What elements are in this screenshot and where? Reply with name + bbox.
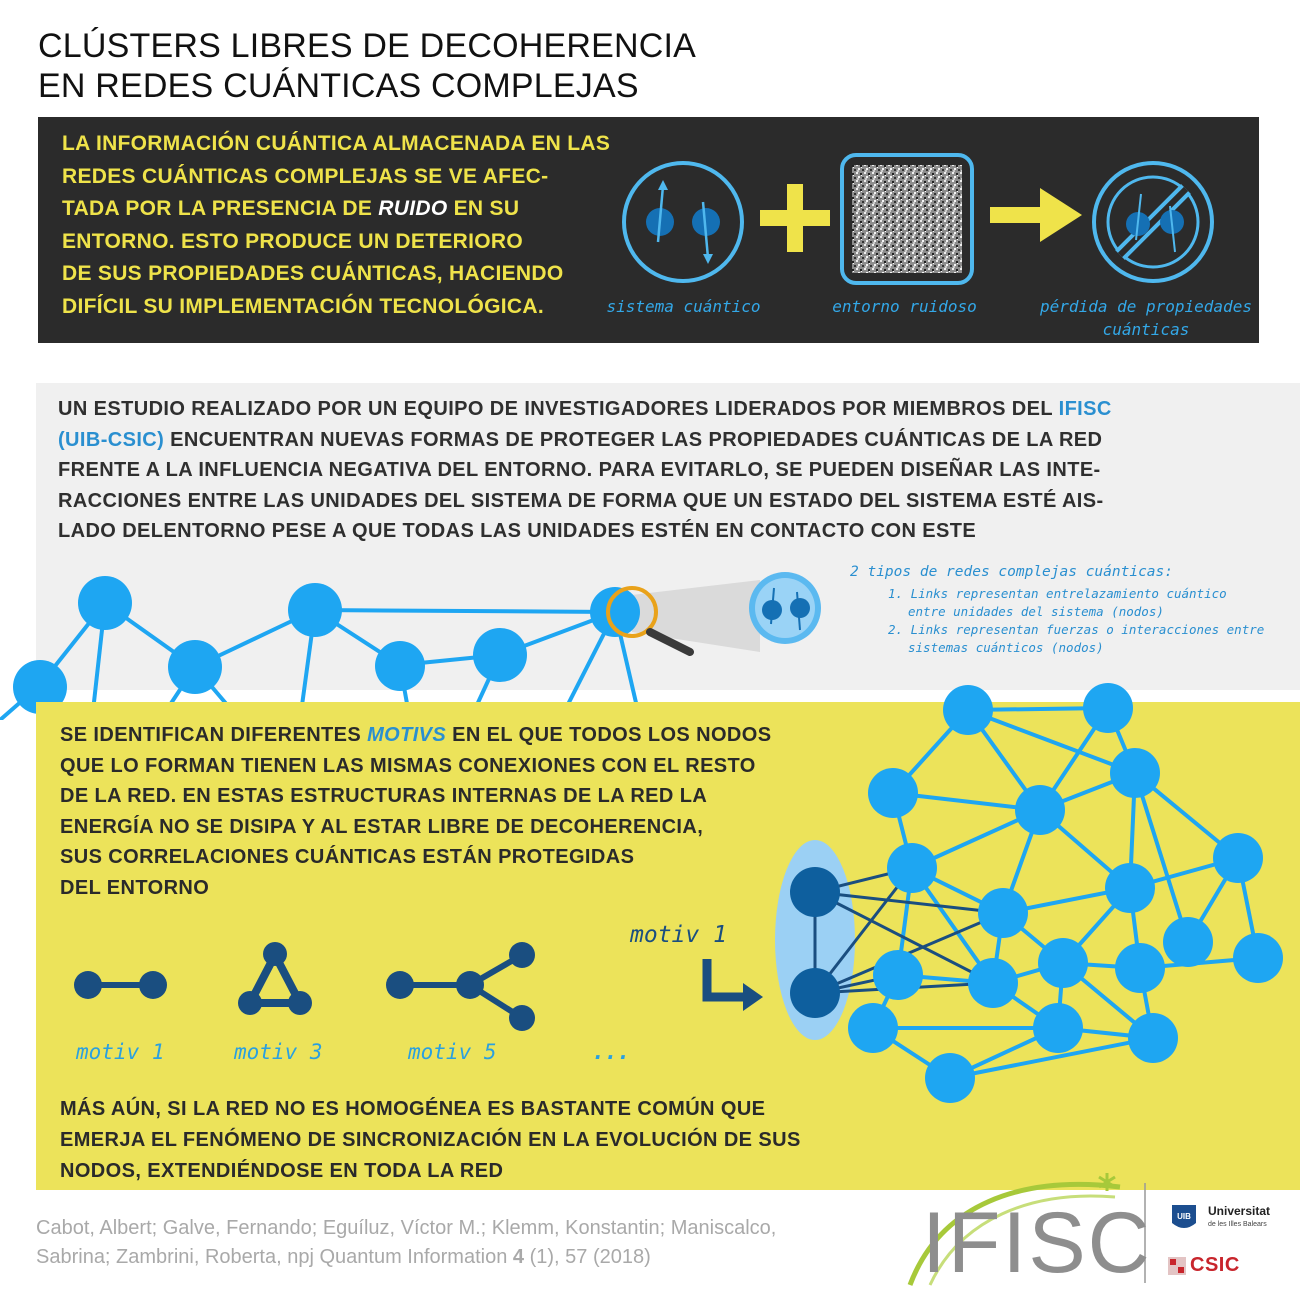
- study-line: FRENTE A LA INFLUENCIA NEGATIVA DEL ENTO…: [58, 459, 1101, 481]
- motif-network-graphic: [775, 683, 1283, 1103]
- study-line: RACCIONES ENTRE LAS UNIDADES DEL SISTEMA…: [58, 489, 1104, 512]
- motif-glyphs: [74, 942, 535, 1031]
- noise-line: DE SUS PROPIEDADES CUÁNTICAS, HACIENDO: [62, 262, 564, 285]
- sync-line: NODOS, EXTENDIÉNDOSE EN TODA LA RED: [60, 1160, 504, 1182]
- uib-shield-icon: UIB: [1172, 1205, 1196, 1228]
- page-title: CLÚSTERS LIBRES DE DECOHERENCIA EN REDES…: [38, 26, 696, 106]
- network-type-1-cont: entre unidades del sistema (nodos): [908, 604, 1164, 619]
- study-line-part: ENCUENTRAN NUEVAS FORMAS DE PROTEGER LAS…: [164, 428, 1103, 451]
- synchronization-description: MÁS AÚN, SI LA RED NO ES HOMOGÉNEA ES BA…: [60, 1094, 801, 1187]
- citation-volume: 4: [512, 1246, 525, 1268]
- sync-line: EMERJA EL FENÓMENO DE SINCRONIZACIÓN EN …: [60, 1129, 801, 1151]
- zoomed-qubits-icon: [749, 572, 821, 644]
- asterisk-icon: [1098, 1173, 1116, 1191]
- noise-line: REDES CUÁNTICAS COMPLEJAS SE VE AFEC-: [62, 164, 549, 188]
- network-type-1: 1. Links representan entrelazamiento cuá…: [888, 586, 1227, 601]
- quantum-system-icon: [622, 161, 744, 283]
- ifisc-swoosh: [907, 1182, 1121, 1286]
- motif-3-glyph: [238, 942, 312, 1015]
- ruido-emphasis: RUIDO: [378, 197, 448, 220]
- motivs-emphasis: MOTIVS: [367, 724, 447, 746]
- uib-logo-subtext: de les Illes Balears: [1208, 1221, 1267, 1228]
- caption-noisy-environment: entorno ruidoso: [832, 297, 977, 316]
- svg-text:UIB: UIB: [1177, 1212, 1191, 1221]
- citation-part: Sabrina; Zambrini, Roberta, npj Quantum …: [36, 1246, 513, 1268]
- study-line: UN ESTUDIO REALIZADO POR UN EQUIPO DE IN…: [58, 394, 1248, 425]
- motifs-line: DE LA RED. EN ESTAS ESTRUCTURAS INTERNAS…: [60, 785, 708, 808]
- network-type-2: 2. Links representan fuerzas o interacci…: [888, 622, 1265, 637]
- motif-label-more: ...: [592, 1040, 630, 1064]
- citation-line-2: Sabrina; Zambrini, Roberta, npj Quantum …: [36, 1243, 776, 1272]
- motif-5-glyph: [386, 942, 535, 1031]
- citation-part: (1), 57 (2018): [524, 1246, 651, 1268]
- csic-emblem-icon: [1168, 1257, 1186, 1275]
- zoom-beam: [632, 580, 760, 652]
- decoherence-equation-graphic: [622, 153, 1214, 285]
- citation: Cabot, Albert; Galve, Fernando; Eguíluz,…: [36, 1214, 776, 1272]
- ifisc-link: IFISC: [1058, 398, 1112, 420]
- arrow-right-icon: [990, 188, 1082, 242]
- logo-graphics: UIB: [907, 1173, 1196, 1286]
- noise-line: LA INFORMACIÓN CUÁNTICA ALMACENADA EN LA…: [62, 132, 611, 155]
- noise-line: TADA POR LA PRESENCIA DE RUIDO EN SU: [62, 193, 662, 226]
- network-types-heading: 2 tipos de redes complejas cuánticas:: [850, 564, 1174, 580]
- caption-lost-properties: pérdida de propiedades: [1040, 297, 1252, 316]
- motif-label-3: motiv 3: [234, 1040, 323, 1064]
- motifs-line: DEL ENTORNO: [60, 876, 210, 899]
- bent-arrow-icon: [702, 959, 763, 1011]
- ifisc-logo: IFISC: [922, 1195, 1152, 1291]
- motifs-line: ENERGÍA NO SE DISIPA Y AL ESTAR LIBRE DE…: [60, 815, 704, 838]
- title-line-1: CLÚSTERS LIBRES DE DECOHERENCIA: [38, 27, 697, 65]
- plus-icon: [760, 184, 830, 252]
- noise-box-icon: [840, 153, 974, 285]
- caption-quantum-system: sistema cuántico: [606, 297, 761, 316]
- study-line-part: UN ESTUDIO REALIZADO POR UN EQUIPO DE IN…: [58, 398, 1059, 420]
- study-description: UN ESTUDIO REALIZADO POR UN EQUIPO DE IN…: [58, 394, 1248, 547]
- network-type-2-cont: sistemas cuánticos (nodos): [908, 640, 1104, 655]
- lost-properties-icon: [1092, 161, 1214, 283]
- motifs-line: SUS CORRELACIONES CUÁNTICAS ESTÁN PROTEG…: [60, 846, 635, 869]
- motif-node: [790, 867, 840, 917]
- network-types-list: 2 tipos de redes complejas cuánticas: 1.…: [850, 564, 1264, 657]
- sync-line: MÁS AÚN, SI LA RED NO ES HOMOGÉNEA ES BA…: [60, 1098, 766, 1120]
- motifs-line: SE IDENTIFICAN DIFERENTES MOTIVS EN EL Q…: [60, 720, 771, 751]
- motifs-line-part: EN EL QUE TODOS LOS NODOS: [446, 724, 772, 746]
- caption-lost-properties-2: cuánticas: [1102, 320, 1190, 339]
- citation-line-1: Cabot, Albert; Galve, Fernando; Eguíluz,…: [36, 1217, 777, 1239]
- motifs-panel: [36, 702, 1300, 1190]
- network-motif-label: motiv 1: [630, 922, 727, 948]
- motifs-line: QUE LO FORMAN TIENEN LAS MISMAS CONEXION…: [60, 754, 756, 777]
- magnifier-icon: [606, 586, 694, 656]
- study-line: (UIB-CSIC) ENCUENTRAN NUEVAS FORMAS DE P…: [58, 425, 1248, 456]
- uib-csic-link: (UIB-CSIC): [58, 428, 165, 451]
- study-line: LADO DELENTORNO PESE A QUE TODAS LAS UNI…: [58, 520, 977, 542]
- noise-line: ENTORNO. ESTO PRODUCE UN DETERIORO: [62, 229, 523, 253]
- noise-line: DIFÍCIL SU IMPLEMENTACIÓN TECNOLÓGICA.: [62, 294, 544, 318]
- motif-label-1: motiv 1: [76, 1040, 165, 1064]
- csic-logo: CSIC: [1190, 1254, 1240, 1276]
- quantum-network-graphic: [0, 572, 821, 720]
- motif-1-glyph: [74, 971, 167, 999]
- motif-node: [790, 968, 840, 1018]
- noise-line-part: EN SU: [447, 197, 520, 220]
- noise-description: LA INFORMACIÓN CUÁNTICA ALMACENADA EN LA…: [62, 128, 662, 323]
- noise-line-part: TADA POR LA PRESENCIA DE: [62, 197, 379, 220]
- motifs-description: SE IDENTIFICAN DIFERENTES MOTIVS EN EL Q…: [60, 720, 771, 904]
- motif-label-5: motiv 5: [408, 1040, 497, 1064]
- uib-logo-text: Universitat: [1208, 1204, 1271, 1218]
- motifs-line-part: SE IDENTIFICAN DIFERENTES: [60, 724, 368, 746]
- title-line-2: EN REDES CUÁNTICAS COMPLEJAS: [38, 67, 639, 105]
